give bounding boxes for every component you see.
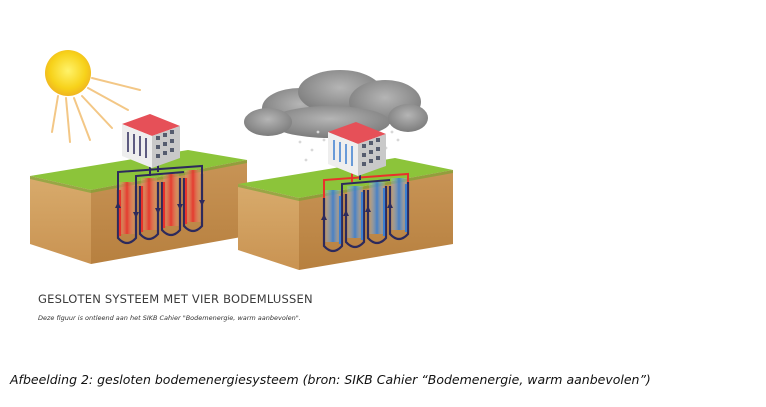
ground-loops-warm xyxy=(115,160,205,245)
ground-block-warm xyxy=(30,150,247,264)
ground-loops-cold xyxy=(321,166,410,253)
image-caption: Afbeelding 2: gesloten bodemenergiesyste… xyxy=(10,372,651,387)
house-icon xyxy=(328,122,386,176)
house-icon xyxy=(122,114,180,168)
cloud-icon xyxy=(244,70,428,164)
figure-source-note: Deze figuur is ontleend aan het SIKB Cah… xyxy=(38,314,301,322)
figure-title: GESLOTEN SYSTEEM MET VIER BODEMLUSSEN xyxy=(38,292,313,306)
sun-icon xyxy=(45,50,141,143)
